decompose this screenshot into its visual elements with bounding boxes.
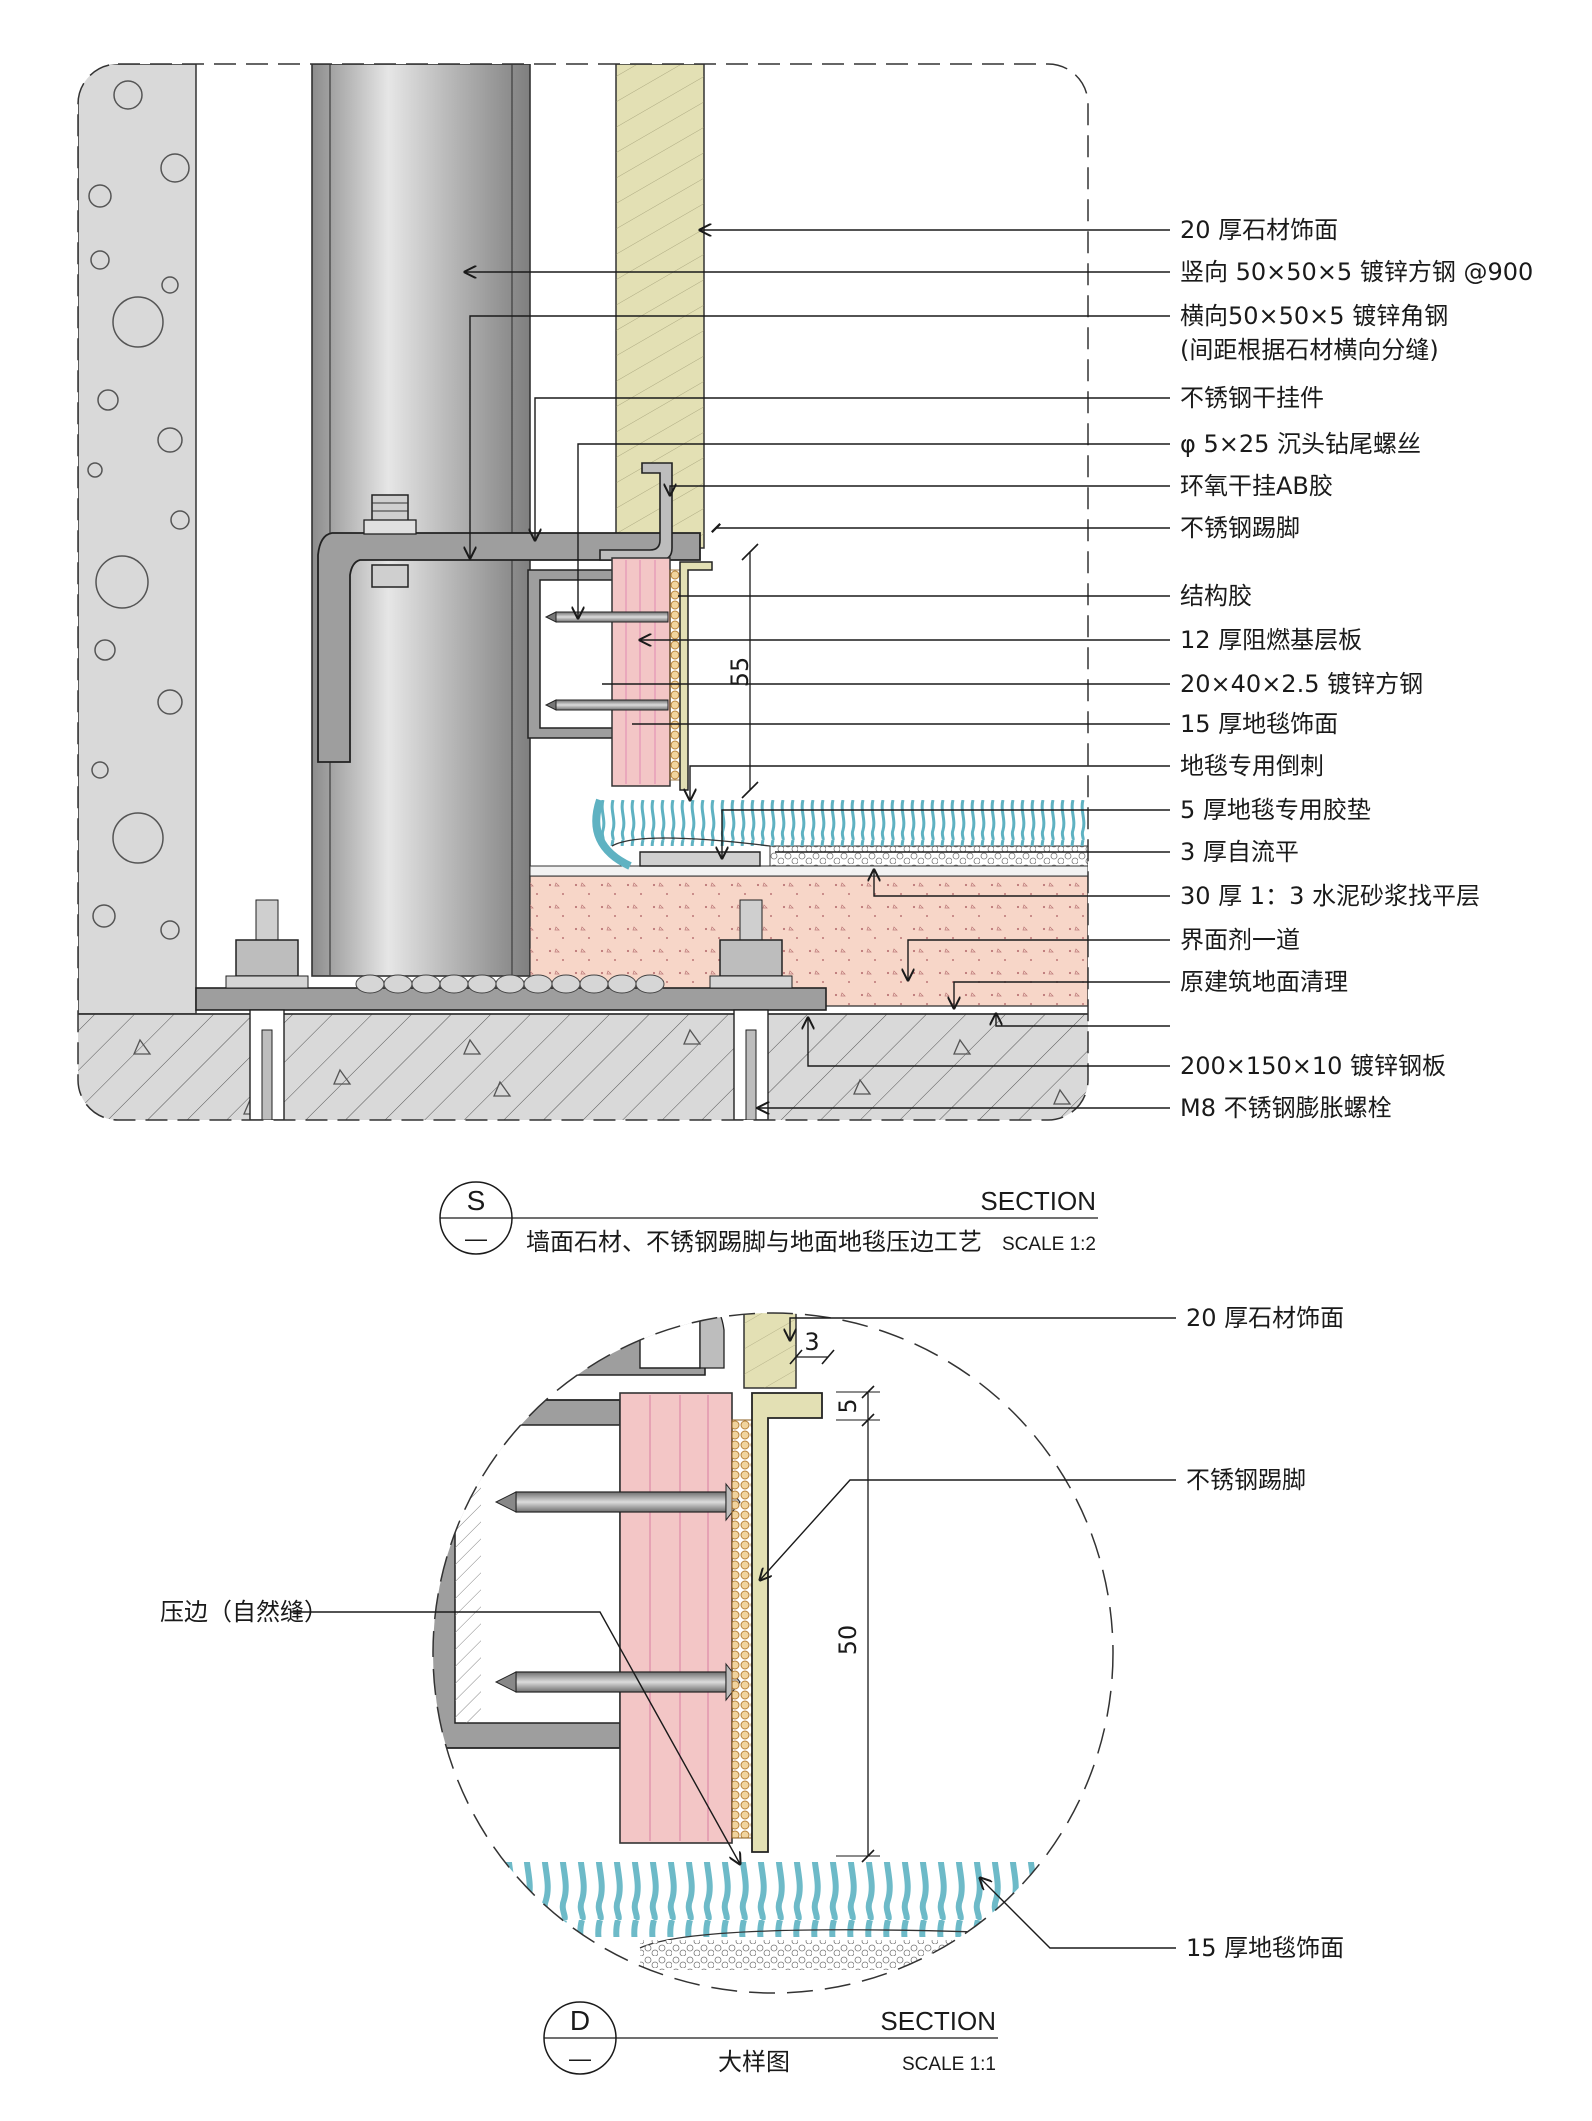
section-d-word: SECTION	[880, 2006, 996, 2036]
detail-label-edge-gap: 压边（自然缝）	[160, 1598, 328, 1626]
section-d-scale: SCALE 1:1	[902, 2054, 996, 2075]
structural-glue	[669, 569, 681, 781]
drill-screws	[544, 611, 669, 711]
section-s-labels: 20 厚石材饰面 竖向 50×50×5 镀锌方钢 @900 横向50×50×5 …	[1180, 216, 1533, 1122]
vertical-steel-tube	[311, 64, 531, 977]
section-d-leaders	[290, 1317, 1176, 1949]
section-s-leaders	[465, 230, 1170, 1108]
angle-bolt	[363, 494, 417, 588]
label-epoxy-glue: 环氧干挂AB胶	[1180, 472, 1333, 500]
section-s-name: 墙面石材、不锈钢踢脚与地面地毯压边工艺	[526, 1229, 982, 1256]
gripper-strip	[639, 851, 761, 867]
dimension-55-label: 55	[726, 657, 754, 688]
label-expansion-bolt: M8 不锈钢膨胀螺栓	[1180, 1094, 1392, 1122]
concrete-wall	[78, 64, 197, 1015]
label-interface-agent: 界面剂一道	[1180, 926, 1300, 954]
detail-label-kickplate: 不锈钢踢脚	[1186, 1466, 1306, 1494]
detail-dimensions: 3 5 50	[789, 1328, 880, 1863]
plywood-board	[611, 557, 671, 787]
section-d-drawing	[433, 1313, 1080, 1970]
detail-glue	[731, 1419, 753, 1839]
section-s-word: SECTION	[980, 1186, 1096, 1216]
carpet-pad	[769, 845, 1088, 867]
section-s-title: S — SECTION 墙面石材、不锈钢踢脚与地面地毯压边工艺 SCALE 1:…	[439, 1181, 1098, 1256]
label-stone-facing: 20 厚石材饰面	[1180, 216, 1338, 244]
label-mortar: 30 厚 1：3 水泥砂浆找平层	[1180, 882, 1480, 910]
label-carpet-face: 15 厚地毯饰面	[1180, 710, 1338, 738]
label-countersunk-screw: φ 5×25 沉头钻尾螺丝	[1180, 430, 1421, 458]
section-s-dash: —	[465, 1226, 487, 1251]
section-d-title: D — SECTION 大样图 SCALE 1:1	[543, 2001, 998, 2076]
section-d-border	[432, 1312, 1114, 1994]
section-d-letter: D	[570, 2005, 590, 2036]
dimension-55: 55	[726, 543, 759, 799]
label-vertical-steel: 竖向 50×50×5 镀锌方钢 @900	[1180, 258, 1533, 286]
steel-square-channel	[527, 569, 617, 739]
section-s-border	[77, 63, 1089, 1121]
label-fireproof-board: 12 厚阻燃基层板	[1180, 626, 1362, 654]
label-stainless-hanger: 不锈钢干挂件	[1180, 384, 1324, 412]
detail-plywood	[619, 1392, 733, 1844]
expansion-bolt-left	[225, 899, 309, 1120]
detail-screws	[494, 1482, 741, 1702]
weld-bead	[355, 974, 665, 994]
detail-label-carpet: 15 厚地毯饰面	[1186, 1934, 1344, 1962]
section-d-name: 大样图	[718, 2049, 790, 2076]
label-angle-spacing-note: (间距根据石材横向分缝)	[1180, 336, 1439, 364]
stainless-kickplate	[679, 561, 713, 791]
detail-carpet	[480, 1862, 1080, 1937]
label-horizontal-angle: 横向50×50×5 镀锌角钢	[1180, 302, 1448, 330]
label-gripper: 地毯专用倒刺	[1180, 752, 1324, 780]
concrete-aggregate	[87, 80, 190, 940]
label-carpet-pad: 5 厚地毯专用胶垫	[1180, 796, 1371, 824]
carpet-face	[600, 800, 1088, 846]
section-d-dash: —	[569, 2046, 591, 2071]
label-structural-glue: 结构胶	[1180, 582, 1252, 610]
label-stainless-kickplate: 不锈钢踢脚	[1180, 514, 1300, 542]
section-s-letter: S	[467, 1185, 486, 1216]
self-leveling-layer	[529, 865, 1088, 877]
detail-label-stone: 20 厚石材饰面	[1186, 1304, 1344, 1332]
dimension-50-label: 50	[834, 1625, 862, 1656]
label-steel-plate: 200×150×10 镀锌钢板	[1180, 1052, 1446, 1080]
detail-kickplate	[751, 1392, 823, 1853]
section-s-drawing	[78, 64, 1088, 1120]
stainless-hanger	[599, 462, 673, 561]
section-d-labels: 20 厚石材饰面 不锈钢踢脚 压边（自然缝） 15 厚地毯饰面	[160, 1304, 1344, 1962]
section-s-scale: SCALE 1:2	[1002, 1234, 1096, 1255]
label-steel-tube: 20×40×2.5 镀锌方钢	[1180, 670, 1423, 698]
label-self-leveling: 3 厚自流平	[1180, 838, 1299, 866]
expansion-bolt-right	[709, 899, 793, 1120]
dimension-3-label: 3	[804, 1328, 819, 1356]
dimension-5-label: 5	[834, 1398, 862, 1413]
label-floor-cleaning: 原建筑地面清理	[1180, 968, 1348, 996]
